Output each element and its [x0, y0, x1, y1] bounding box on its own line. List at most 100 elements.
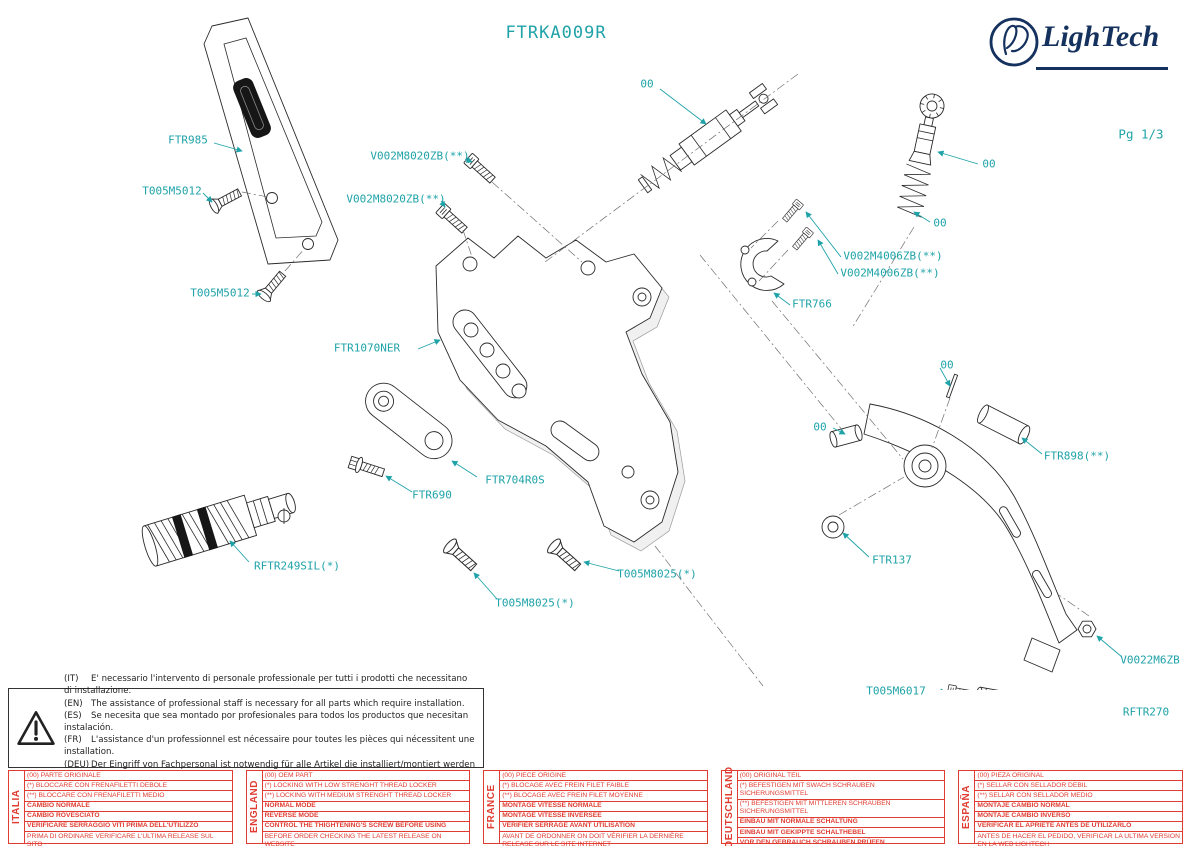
page-number: Pg 1/3: [1118, 126, 1164, 142]
part-label-oem-2: 00: [982, 157, 996, 171]
note-row: CONTROL THE THIGHTENING'S SCREW BEFORE U…: [262, 822, 470, 833]
note-row: (00) PIEZA ORIGINAL: [975, 771, 1182, 782]
note-row: REVERSE MODE: [262, 812, 470, 822]
footpeg-rftr249sil: [141, 492, 296, 567]
part-label-v0022m6zb: V0022M6ZB: [1120, 653, 1180, 667]
footnote-tables: ITALIA (00) PARTE ORIGINALE (*) BLOCCARE…: [8, 766, 1183, 846]
toe-peg-rftr270: [973, 686, 1034, 690]
warning-tag: (ES): [64, 710, 82, 721]
spacer-sleeve: [829, 424, 863, 448]
pivot-pin: [945, 373, 959, 399]
screw-t005m8025-1: [441, 536, 481, 575]
warning-line-text: E' necessario l'intervento di personale …: [64, 674, 468, 697]
part-label-ftr690: FTR690: [412, 488, 452, 502]
bolt-ftr690: [347, 453, 387, 481]
warning-line-fr: (FR)L'assistance d'un professionnel est …: [64, 734, 476, 758]
note-row: CAMBIO ROVESCIATO: [25, 812, 232, 822]
note-row: VERIFIER SERRAGE AVANT UTILISATION: [500, 822, 707, 833]
logo-underline: [1036, 67, 1168, 70]
warning-tag: (FR): [64, 735, 82, 746]
notes-table-england: ENGLAND (00) OEM PART (*) LOCKING WITH L…: [245, 770, 471, 846]
notes-table-italia: ITALIA (00) PARTE ORIGINALE (*) BLOCCARE…: [8, 770, 233, 846]
warning-line-it: (IT)E' necessario l'intervento di person…: [64, 673, 476, 697]
warning-tag: (DEU): [64, 759, 90, 770]
logo-mark-icon: [989, 17, 1039, 67]
brake-lever-arm: [863, 403, 1078, 673]
note-row: EINBAU MIT NORMALE SCHALTUNG: [737, 818, 945, 829]
notes-table-espana: ESPAÑA (00) PIEZA ORIGINAL (*) SELLAR CO…: [958, 770, 1183, 846]
brand-logo: LighTech: [986, 12, 1178, 78]
part-label-t005m8025-1: T005M8025(*): [617, 567, 697, 581]
country-label: ITALIA: [11, 789, 22, 825]
part-label-oem-5: 00: [813, 420, 827, 434]
master-cylinder-assembly: [637, 83, 779, 194]
main-bracket-ftr1070ner: [435, 235, 679, 543]
notes-rows: (00) PIECE ORIGINE (*) BLOCAGE AVEC FREI…: [499, 771, 707, 846]
note-row: (00) OEM PART: [262, 771, 470, 782]
rod-ftr898: [977, 404, 1031, 445]
note-row: (*) BLOCCARE CON FRENAFILETTI DEBOLE: [25, 781, 232, 792]
note-row: ANTES DE HACER EL PEDIDO, VERIFICAR LA U…: [977, 832, 1180, 846]
note-row: (00) ORIGINAL TEIL: [737, 771, 945, 782]
warning-triangle-icon: [17, 711, 55, 745]
note-row: EINBAU MIT GEKIPPTE SCHALTHEBEL: [737, 828, 945, 839]
bracket-ftr766: [740, 238, 785, 291]
part-label-v002m8020zb-2: V002M8020ZB(**): [346, 192, 446, 206]
nut-v0022m6zb: [1077, 620, 1097, 638]
part-label-rftr270: RFTR270: [1122, 705, 1170, 719]
note-row: (*) SELLAR CON SELLADOR DEBIL: [975, 781, 1182, 792]
notes-rows: (00) OEM PART (*) LOCKING WITH LOW STREN…: [261, 771, 470, 846]
warning-line-text: Se necesita que sea montado por profesio…: [64, 710, 469, 733]
note-row: (00) PIECE ORIGINE: [500, 771, 707, 782]
note-row: (*) BEFESTIGEN MIT SWACH SCHRAUBEN SICHE…: [737, 781, 945, 800]
note-row: NORMAL MODE: [262, 802, 470, 812]
logo-wordmark: LighTech: [1042, 20, 1160, 53]
screw-v002m4006zb-2: [790, 226, 814, 252]
note-row: (*) LOCKING WITH LOW STRENGHT THREAD LOC…: [262, 781, 470, 792]
warning-line-es: (ES)Se necesita que sea montado por prof…: [64, 710, 476, 734]
part-label-ftr898: FTR898(**): [1043, 449, 1111, 463]
note-row: AVANT DE ORDONNER ON DOIT VÉRIFIER LA DE…: [502, 832, 684, 846]
notes-rows: (00) PIEZA ORIGINAL (*) SELLAR CON SELLA…: [974, 771, 1182, 846]
notes-rows: (00) ORIGINAL TEIL (*) BEFESTIGEN MIT SW…: [736, 771, 945, 846]
note-row: (**) LOCKING WITH MEDIUM STRENGHT THREAD…: [262, 791, 470, 802]
note-row: VOR DEN GEBRAUCH SCHRAUBEN PRÜFEN: [738, 838, 945, 846]
screw-t005m6017: [946, 684, 977, 690]
link-ftr704r0s: [365, 382, 453, 460]
note-row: MONTAGE VITESSE NORMALE: [500, 802, 707, 812]
country-label: ENGLAND: [248, 780, 260, 834]
warning-line-text: The assistance of professional staff is …: [91, 698, 465, 709]
part-label-v002m4006zb-2: V002M4006ZB(**): [840, 266, 940, 280]
spring-adjuster-assembly: [897, 93, 945, 218]
part-label-oem-4: 00: [940, 358, 954, 372]
leader-lines: [202, 88, 1123, 690]
note-row: MONTAJE CAMBIO NORMAL: [975, 802, 1182, 812]
warning-box: (IT)E' necessario l'intervento di person…: [8, 674, 484, 782]
part-label-ftr1070ner: FTR1070NER: [333, 341, 401, 355]
screw-v002m8020zb-2: [435, 202, 470, 236]
warning-line-text: L'assistance d'un professionnel est néce…: [64, 735, 475, 758]
warning-tag: (IT): [64, 674, 79, 685]
notes-table-france: FRANCE (00) PIECE ORIGINE (*) BLOCAGE AV…: [483, 770, 708, 846]
note-row: (**) BLOCCARE CON FRENAFILETTI MEDIO: [25, 791, 232, 802]
sheet-title: FTRKA009R: [505, 23, 607, 43]
part-label-ftr766: FTR766: [792, 297, 832, 311]
notes-table-deutschland: DEUTSCHLAND (00) ORIGINAL TEIL (*) BEFES…: [720, 766, 946, 846]
part-label-oem-1: 00: [640, 77, 654, 91]
part-label-oem-3: 00: [933, 216, 947, 230]
country-label: ESPAÑA: [961, 785, 973, 829]
exploded-diagram: [141, 17, 1123, 690]
part-label-ftr704r0s: FTR704R0S: [485, 473, 545, 487]
part-label-t005m5012-2: T005M5012: [190, 286, 250, 300]
note-row: VERIFICARE SERRAGGIO VITI PRIMA DELL'UTI…: [25, 822, 232, 833]
note-row: VERIFICAR EL APRIETE ANTES DE UTILIZARLO: [975, 822, 1182, 833]
warning-text: (IT)E' necessario l'intervento di person…: [64, 673, 476, 783]
note-row: MONTAGE VITESSE INVERSEE: [500, 812, 707, 822]
footpeg-clip-pin: [277, 508, 291, 524]
part-label-v002m8020zb-1: V002M8020ZB(**): [370, 149, 470, 163]
part-label-t005m5012-1: T005M5012: [142, 184, 202, 198]
part-label-ftr137: FTR137: [872, 553, 912, 567]
note-row: (00) PARTE ORIGINALE: [25, 771, 232, 782]
country-label: DEUTSCHLAND: [723, 766, 735, 846]
